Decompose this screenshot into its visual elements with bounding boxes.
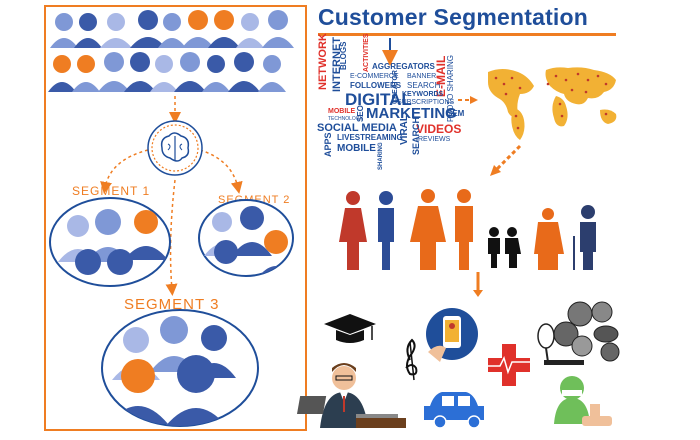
page-title: Customer Segmentation [318, 4, 589, 30]
left-panel-frame [44, 5, 307, 431]
segment-2-label: SEGMENT 2 [218, 194, 291, 206]
word-reviews: REVIEWS [418, 136, 451, 143]
segment-3-label: SEGMENT 3 [124, 296, 220, 313]
word-videos: VIDEOS [416, 122, 462, 136]
word-search: SEARCH [407, 81, 441, 90]
music-note-icon [405, 338, 418, 381]
word-apps: APPS [323, 132, 333, 157]
word-aggregators: AGGREGATORS [372, 62, 435, 71]
word-blogs: BLOGS [339, 41, 348, 70]
family-icon [339, 189, 596, 270]
word-banner: BANNER [407, 73, 437, 80]
word-subscriptions: SUBSCRIPTIONS [397, 99, 455, 106]
word-keywords: KEYWORDS [402, 91, 444, 98]
surgeon-icon [554, 376, 612, 426]
word-sharing: SHARING [378, 142, 384, 170]
word-sem: SEM [447, 109, 465, 118]
crowd-icon [48, 10, 294, 92]
smartphone-icon [426, 308, 478, 362]
word-mobile: MOBILE [337, 143, 376, 154]
businessman-laptop-icon [297, 363, 406, 428]
word-livestreaming: LIVESTREAMING [337, 133, 403, 142]
segment-2-group [198, 199, 294, 277]
word-followers: FOLLOWERS [350, 81, 402, 90]
word-marketing: MARKETING [366, 105, 457, 122]
word-mobile-red: MOBILE [328, 108, 356, 115]
graduation-cap-icon [324, 314, 376, 343]
arrow-to-family [494, 144, 522, 172]
word-technology: TECHNOLOGY [328, 116, 364, 122]
segment-1-label: SEGMENT 1 [72, 184, 151, 198]
title-underline [318, 33, 616, 36]
medical-cross-icon [488, 344, 530, 386]
car-icon [424, 392, 484, 429]
world-map-icon [488, 67, 617, 140]
sports-balls-icon [537, 301, 620, 365]
segment-1-group [49, 197, 171, 287]
word-ecommerce: E-COMMERCE [350, 73, 399, 80]
word-network: NETWORK [317, 33, 329, 90]
word-digital: DIGITAL [345, 90, 412, 109]
segment-3-group [101, 309, 259, 427]
brain-icon [147, 120, 203, 176]
word-activities: ACTIVITIES [363, 33, 370, 72]
word-viral: VIRAL [399, 115, 410, 145]
word-creator: CREATOR [392, 70, 399, 104]
word-social-media: SOCIAL MEDIA [317, 122, 397, 134]
word-seo: SEO [356, 105, 365, 122]
